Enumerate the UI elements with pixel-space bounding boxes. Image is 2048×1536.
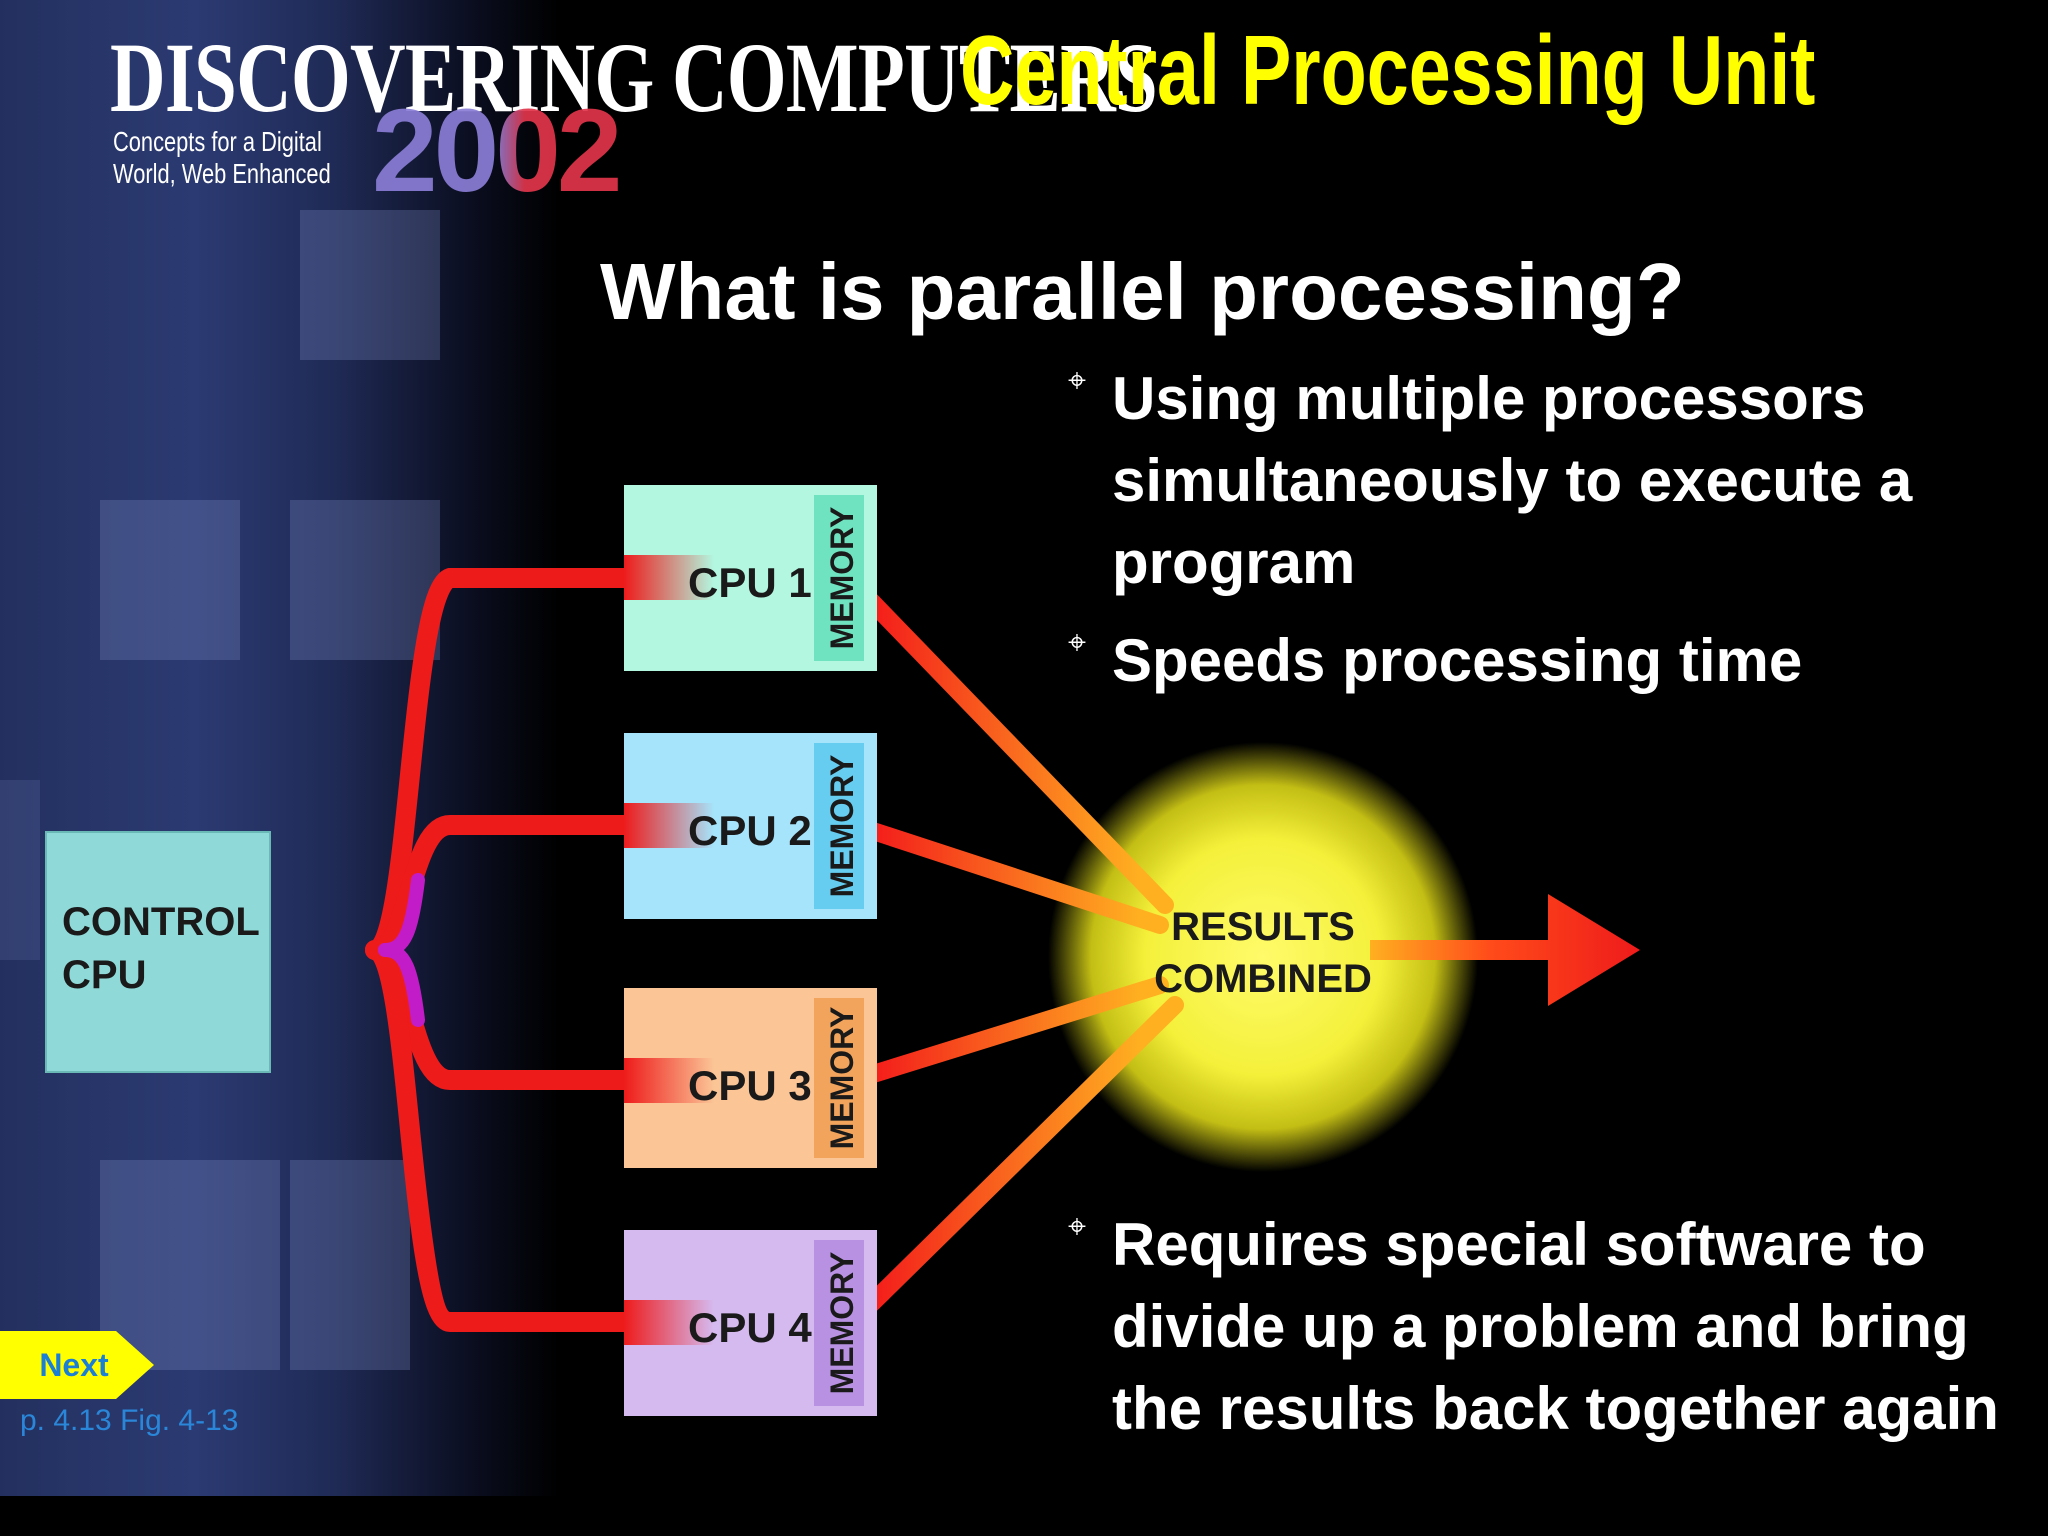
background-tile	[100, 500, 240, 660]
cpu-3-memory-label: MEMORY	[824, 1007, 860, 1150]
background-tile	[290, 500, 440, 660]
bullet-marker-icon: ⌖	[1068, 362, 1087, 398]
control-cpu-label-line2: CPU	[62, 953, 146, 997]
cpu-1-label: CPU 1	[688, 559, 812, 606]
bottom-strip	[0, 1496, 2048, 1536]
cpu-1-wire-fade	[624, 555, 714, 600]
logo-title: DISCOVERING COMPUTERS	[110, 22, 1158, 133]
cpu-4-memory-strip	[814, 1240, 864, 1406]
background-panel	[0, 0, 560, 1500]
control-cpu-label-line1: CONTROL	[62, 900, 260, 944]
cpu-2-wire-fade	[624, 803, 714, 848]
output-arrow-icon	[1370, 894, 1640, 1006]
output-wires	[861, 591, 1184, 1314]
section-title: Central Processing Unit	[960, 15, 1816, 125]
cpu-2-label: CPU 2	[688, 807, 812, 854]
bullet-item-2: ⌖ Speeds processing time	[1068, 620, 2008, 702]
cpu-3-label: CPU 3	[688, 1062, 812, 1109]
background-tile	[100, 1160, 280, 1370]
cpu-box-3: CPU 3 MEMORY	[624, 988, 877, 1168]
next-button-label: Next	[39, 1347, 109, 1383]
control-cpu-box	[45, 831, 271, 1073]
cpu-4-memory-label: MEMORY	[824, 1252, 860, 1395]
cpu-2-memory-label: MEMORY	[824, 755, 860, 898]
output-wire-cpu-2	[861, 821, 1169, 934]
results-glow	[1048, 742, 1478, 1172]
cpu-4-label: CPU 4	[688, 1304, 812, 1351]
cpu-1-memory-strip	[814, 495, 864, 661]
page-reference: p. 4.13 Fig. 4-13	[20, 1404, 239, 1437]
output-wire-cpu-3	[861, 976, 1169, 1084]
cpu-3-memory-strip	[814, 998, 864, 1158]
branch-wires	[170, 568, 650, 1332]
background-tile	[290, 1160, 410, 1370]
bullet-text: Requires special software to divide up a…	[1112, 1211, 1999, 1442]
bullet-item-1: ⌖ Using multiple processors simultaneous…	[1068, 358, 2008, 604]
background-tile	[300, 210, 440, 360]
bullet-text: Speeds processing time	[1112, 627, 1803, 694]
cpu-box-1: CPU 1 MEMORY	[624, 485, 877, 671]
wire-to-cpu-4	[365, 940, 650, 1332]
cpu-box-2: CPU 2 MEMORY	[624, 733, 877, 919]
output-wire-cpu-4	[861, 996, 1184, 1314]
results-label-line1: RESULTS	[1171, 905, 1355, 949]
bullet-text: Using multiple processors simultaneously…	[1112, 365, 1913, 596]
cpu-3-wire-fade	[624, 1058, 714, 1103]
output-wire-cpu-1	[861, 591, 1174, 914]
next-button[interactable]: Next	[0, 1331, 154, 1399]
background-tile	[0, 780, 40, 960]
cpu-1-memory-label: MEMORY	[824, 507, 860, 650]
slide-title: What is parallel processing?	[600, 247, 1685, 336]
logo-subtitle-line2: World, Web Enhanced	[113, 158, 331, 189]
bullet-marker-icon: ⌖	[1068, 1208, 1087, 1244]
bullet-item-3: ⌖ Requires special software to divide up…	[1068, 1204, 2008, 1450]
bullet-marker-icon: ⌖	[1068, 624, 1087, 660]
results-label-line2: COMBINED	[1154, 957, 1372, 1001]
logo-year: 2002	[372, 85, 623, 217]
cpu-2-memory-strip	[814, 743, 864, 909]
cpu-box-4: CPU 4 MEMORY	[624, 1230, 877, 1416]
junction-lower	[378, 943, 425, 1027]
cpu-4-wire-fade	[624, 1300, 714, 1345]
logo-subtitle-line1: Concepts for a Digital	[113, 126, 322, 157]
